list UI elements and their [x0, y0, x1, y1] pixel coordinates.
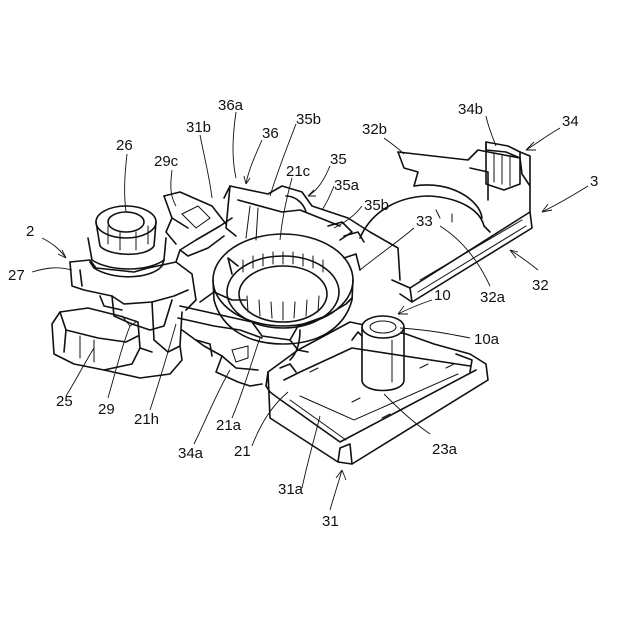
label-34: 34: [562, 113, 579, 130]
arm-32: [360, 150, 532, 302]
label-31b: 31b: [186, 119, 211, 136]
label-32: 32: [532, 277, 549, 294]
label-2: 2: [26, 223, 34, 240]
tab-34: [486, 142, 530, 190]
label-29c: 29c: [154, 153, 179, 170]
label-33: 33: [416, 213, 433, 230]
label-31a: 31a: [278, 481, 304, 498]
label-23a: 23a: [432, 441, 458, 458]
label-35b-top: 35b: [296, 111, 321, 128]
label-36: 36: [262, 125, 279, 142]
label-26: 26: [116, 137, 133, 154]
label-25: 25: [56, 393, 73, 410]
label-21: 21: [234, 443, 251, 460]
label-31: 31: [322, 513, 339, 530]
label-34a: 34a: [178, 445, 204, 462]
base-21: [178, 292, 352, 386]
label-21h: 21h: [134, 411, 159, 428]
ring-33: [213, 234, 360, 344]
label-27: 27: [8, 267, 25, 284]
post-10: [352, 316, 404, 391]
label-10: 10: [434, 287, 451, 304]
label-10a: 10a: [474, 331, 500, 348]
label-35: 35: [330, 151, 347, 168]
label-29: 29: [98, 401, 115, 418]
label-34b: 34b: [458, 101, 483, 118]
label-35b-mid: 35b: [364, 197, 389, 214]
label-32b: 32b: [362, 121, 387, 138]
label-21c: 21c: [286, 163, 311, 180]
terminal-2: [52, 192, 232, 378]
label-21a: 21a: [216, 417, 242, 434]
label-32a: 32a: [480, 289, 506, 306]
label-36a: 36a: [218, 97, 244, 114]
label-3: 3: [590, 173, 598, 190]
label-35a: 35a: [334, 177, 360, 194]
